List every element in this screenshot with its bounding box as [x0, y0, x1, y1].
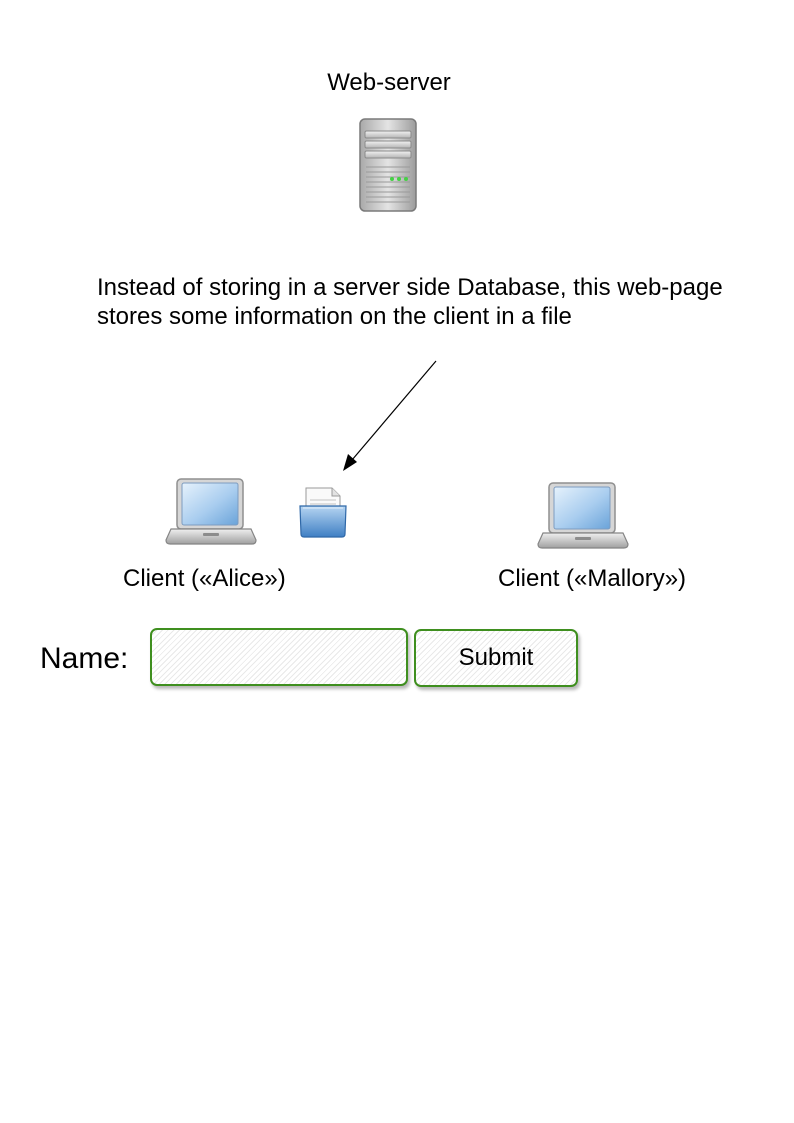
note-arrow-head: [343, 454, 357, 471]
server-title: Web-server: [327, 69, 451, 96]
client-label-mallory: Client («Mallory»): [498, 565, 687, 592]
note-arrow: [351, 360, 437, 461]
name-input[interactable]: [150, 628, 408, 686]
submit-button[interactable]: Submit: [414, 629, 578, 687]
diagram-note: Instead of storing in a server side Data…: [97, 274, 723, 330]
document-folder-icon: [299, 487, 347, 538]
name-label: Name:: [40, 642, 129, 675]
server-icon: [359, 118, 417, 212]
laptop-icon: [537, 482, 629, 549]
laptop-icon: [165, 478, 257, 545]
client-label-alice: Client («Alice»): [123, 565, 286, 592]
